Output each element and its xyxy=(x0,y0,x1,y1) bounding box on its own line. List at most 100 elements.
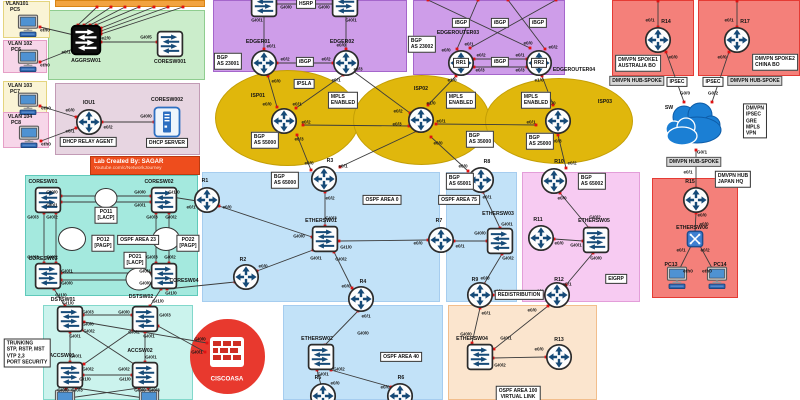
r5-router[interactable] xyxy=(309,382,337,400)
iface-label: e0/0 xyxy=(534,346,544,352)
iface-label: eth0 xyxy=(683,268,693,274)
r3-router[interactable] xyxy=(310,165,338,193)
tag-dmvpn-hub-spoke-2: DMVPN HUB-SPOKE xyxy=(727,75,783,87)
pc8[interactable] xyxy=(17,125,41,149)
wan-cloud[interactable] xyxy=(659,100,725,148)
coresw01-switch[interactable] xyxy=(34,186,62,214)
r17-router[interactable] xyxy=(723,26,751,54)
tag-hsrp: HSRP xyxy=(296,0,316,10)
r15-router[interactable] xyxy=(682,186,710,214)
iface-label: e0/1 xyxy=(526,119,536,125)
ethersw06-switch[interactable] xyxy=(686,230,704,248)
tag-line: OSPF AREA 23 xyxy=(120,236,156,243)
iface-label: e0/1 xyxy=(186,204,196,210)
label-r10: R10 xyxy=(554,159,564,165)
accsw01-switch[interactable] xyxy=(56,361,84,389)
r7-router[interactable] xyxy=(427,226,455,254)
dstsw02-switch[interactable] xyxy=(131,305,159,333)
region-orange-strip xyxy=(55,0,205,7)
r4-router[interactable] xyxy=(347,285,375,313)
pc6[interactable] xyxy=(16,49,40,73)
iface-label: Gi0/1 xyxy=(69,333,81,339)
tag-line: ENABLED xyxy=(448,100,474,106)
label-ethersw06: ETHERSW06 xyxy=(676,225,708,231)
iface-label: Gi0/5 xyxy=(140,34,152,40)
iface-label: e0/0 xyxy=(336,42,346,48)
tag-line: IPSEC xyxy=(669,78,685,85)
iface-label: Gi1/0 xyxy=(152,298,164,304)
pc5[interactable] xyxy=(16,14,40,38)
pc-bottom-left[interactable] xyxy=(53,389,77,400)
iface-label: Gi1/0 xyxy=(55,292,67,298)
coresw03-switch[interactable] xyxy=(34,262,62,290)
tag-line: DMVPN HUB xyxy=(717,172,749,179)
ethersw02-switch[interactable] xyxy=(307,343,335,371)
pc-bottom-right[interactable] xyxy=(137,389,161,400)
iface-label: Gi0/3 xyxy=(159,312,171,318)
isp03-router[interactable] xyxy=(544,107,572,135)
iface-label: e0/1 xyxy=(645,17,655,23)
coresw02-switch[interactable] xyxy=(150,186,178,214)
iface-label: G0/2 xyxy=(707,90,719,96)
hsrp-switch-a[interactable] xyxy=(250,0,278,18)
tag-line: AS 25000 xyxy=(528,141,552,147)
r6-router[interactable] xyxy=(386,382,414,400)
iface-label: e0/1 xyxy=(481,310,491,316)
label-pc14: PC14 xyxy=(713,262,727,268)
pc7[interactable] xyxy=(16,92,40,116)
iface-label: Gi0/1 xyxy=(61,268,73,274)
tag-line: MPLS xyxy=(448,93,463,100)
iface-label: Gi0/2 xyxy=(494,362,506,368)
isp01-router[interactable] xyxy=(270,107,298,135)
tag-po21-lacp: PO21[LACP] xyxy=(123,251,147,269)
dstsw01-switch[interactable] xyxy=(56,305,84,333)
label-ethersw02: ETHERSW02 xyxy=(301,336,333,342)
label-isp01: ISP01 xyxy=(250,93,266,99)
r1-router[interactable] xyxy=(193,186,221,214)
iface-label: e0/0 xyxy=(554,240,564,246)
aggrsw01-switch[interactable] xyxy=(70,24,102,56)
r13-router[interactable] xyxy=(545,343,573,371)
tag-rr2-tag: RR2 xyxy=(530,57,548,69)
tag-line: PO11 xyxy=(99,208,113,215)
hsrp-switch-b[interactable] xyxy=(331,0,359,18)
coresw002-server[interactable] xyxy=(153,106,181,138)
ethersw03-switch[interactable] xyxy=(486,227,514,255)
iface-label: Gi0/3 xyxy=(27,214,39,220)
isp02-router[interactable] xyxy=(407,106,435,134)
pc14[interactable] xyxy=(705,266,729,290)
iface-label: e0/0 xyxy=(258,263,268,269)
tag-line: EIGRP xyxy=(608,275,624,282)
tag-line: AS 65001 xyxy=(448,181,472,187)
edger02-router[interactable] xyxy=(332,49,360,77)
label-r4: R4 xyxy=(359,279,367,285)
tag-po11-lacp: PO11[LACP] xyxy=(94,206,118,224)
ethersw05-switch[interactable] xyxy=(582,226,610,254)
iou1-router[interactable] xyxy=(75,108,103,136)
tag-line: DMVPN SPOKE2 xyxy=(755,55,795,62)
label-coresw002: CORESW002 xyxy=(151,97,183,103)
r14-router[interactable] xyxy=(644,26,672,54)
r10-router[interactable] xyxy=(540,167,568,195)
iface-label: Gi0/2 xyxy=(82,366,94,372)
accsw02-switch[interactable] xyxy=(131,361,159,389)
coresw001-switch[interactable] xyxy=(156,30,184,58)
ethersw01-switch[interactable] xyxy=(311,225,339,253)
tag-ibgp-edge: iBGP xyxy=(295,56,315,68)
pc13[interactable] xyxy=(665,266,689,290)
r12-router[interactable] xyxy=(543,281,571,309)
tag-ipsec-1: IPSEC xyxy=(666,76,688,88)
iface-label: e0/1 xyxy=(338,163,348,169)
ethersw04-switch[interactable] xyxy=(466,343,494,371)
iface-label: e0/2 xyxy=(301,119,311,125)
iface-label: Gi0/0 xyxy=(474,230,486,236)
iface-label: Gi0/3 xyxy=(146,214,158,220)
coresw04-switch[interactable] xyxy=(150,262,178,290)
r9-router[interactable] xyxy=(466,281,494,309)
r11-router[interactable] xyxy=(527,224,555,252)
ciscoasa-firewall[interactable] xyxy=(206,335,248,369)
r2-router[interactable] xyxy=(232,263,260,291)
edger01-router[interactable] xyxy=(250,49,278,77)
